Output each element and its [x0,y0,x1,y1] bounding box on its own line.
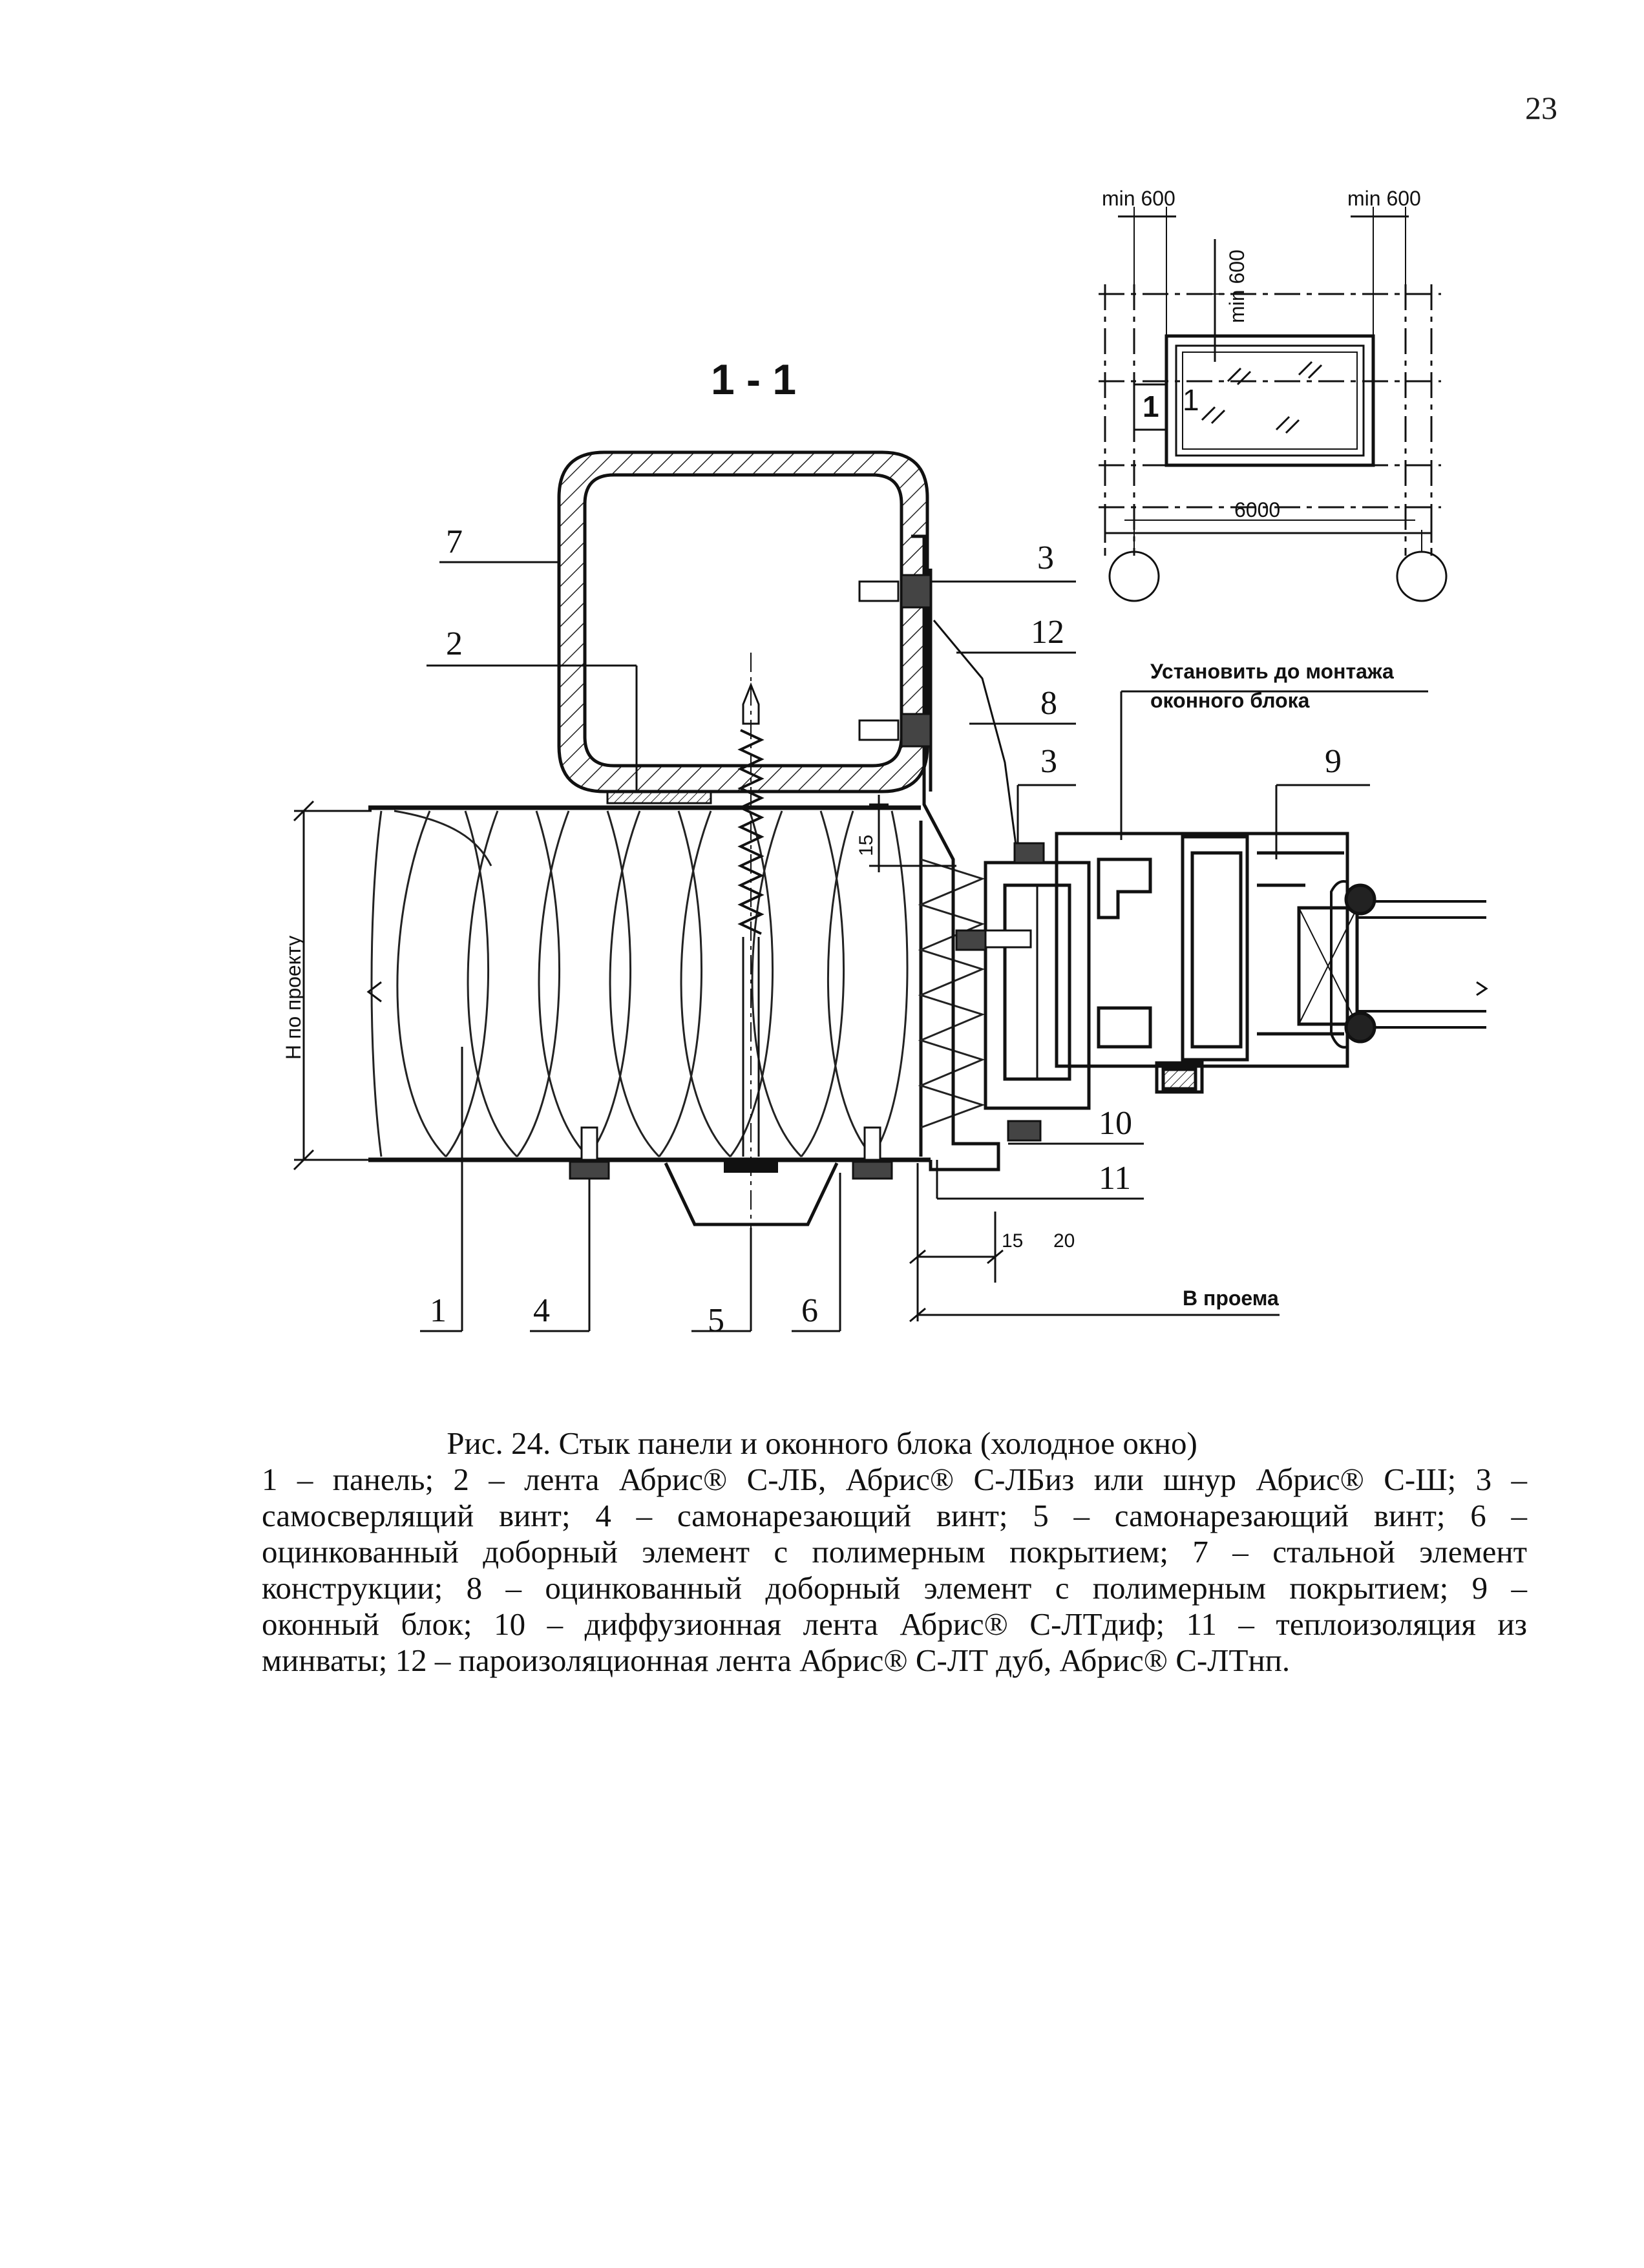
height-dimension [293,800,382,1171]
callout-3-lower: 3 [1040,743,1057,780]
window-block [984,832,1488,1110]
lower-flashing [664,1162,839,1226]
legend-line: самосверлящий винт; 4 – самонарезающий в… [262,1498,1527,1533]
callout-9: 9 [1325,743,1342,780]
legend-line: минваты; 12 – пароизоляционная лента Абр… [262,1643,1291,1678]
dimension-15: 15 [1002,1230,1023,1252]
callout-6: 6 [801,1292,818,1329]
section-drawing: 1 - 1 [282,187,1488,1339]
frame-fixings [955,842,1045,1142]
inset-min-vertical: min 600 [1225,249,1249,323]
inset-elevation [1099,207,1448,602]
section-label: 1 - 1 [711,355,796,403]
gap-dimension [869,795,956,872]
screws-3 [858,574,932,748]
steel-element [557,450,929,793]
inset-label-b: 1 [1183,383,1199,417]
callout-1: 1 [430,1292,447,1329]
callout-11: 11 [1099,1160,1131,1197]
page-number: 23 [1525,90,1557,126]
callout-10: 10 [1099,1105,1132,1142]
installation-note-line2: оконного блока [1150,689,1310,712]
dimension-20: 20 [1053,1230,1075,1252]
leader-lines [420,561,1428,1332]
legend-line: оконный блок; 10 – диффузионная лента Аб… [262,1606,1527,1642]
inset-width: 6000 [1234,498,1280,521]
inset-min-left: min 600 [1102,187,1175,210]
callout-4: 4 [533,1292,550,1329]
figure-caption-title: Рис. 24. Стык панели и оконного блока (х… [447,1425,1197,1461]
self-tapping-screw [724,653,778,1279]
installation-note-line1: Установить до монтажа [1150,660,1394,683]
inset-label-box [1133,383,1168,431]
callout-3-top: 3 [1037,540,1054,576]
callout-7: 7 [446,523,463,560]
opening-dimension-label: B проема [1183,1286,1279,1310]
bottom-dimensions [909,1163,1280,1323]
sandwich-panel [368,805,985,1162]
gap-dimension-label: 15 [856,835,877,856]
figure-legend: 1 – панель; 2 – лента Абрис® С-ЛБ, Абрис… [262,1462,1527,1679]
callout-12: 12 [1031,614,1064,651]
callout-8: 8 [1040,685,1057,722]
legend-line: 1 – панель; 2 – лента Абрис® С-ЛБ, Абрис… [262,1462,1527,1497]
inset-min-right: min 600 [1347,187,1421,210]
height-dimension-label: H по проекту [282,936,305,1060]
sealing-tape [606,790,712,804]
legend-line: оцинкованный доборный элемент с полимерн… [262,1534,1527,1570]
inset-label-a: 1 [1143,390,1159,423]
callout-5: 5 [708,1302,724,1339]
legend-line: конструкции; 8 – оцинкованный доборный э… [262,1570,1527,1606]
screws-4 [569,1126,893,1180]
callout-2: 2 [446,625,463,662]
